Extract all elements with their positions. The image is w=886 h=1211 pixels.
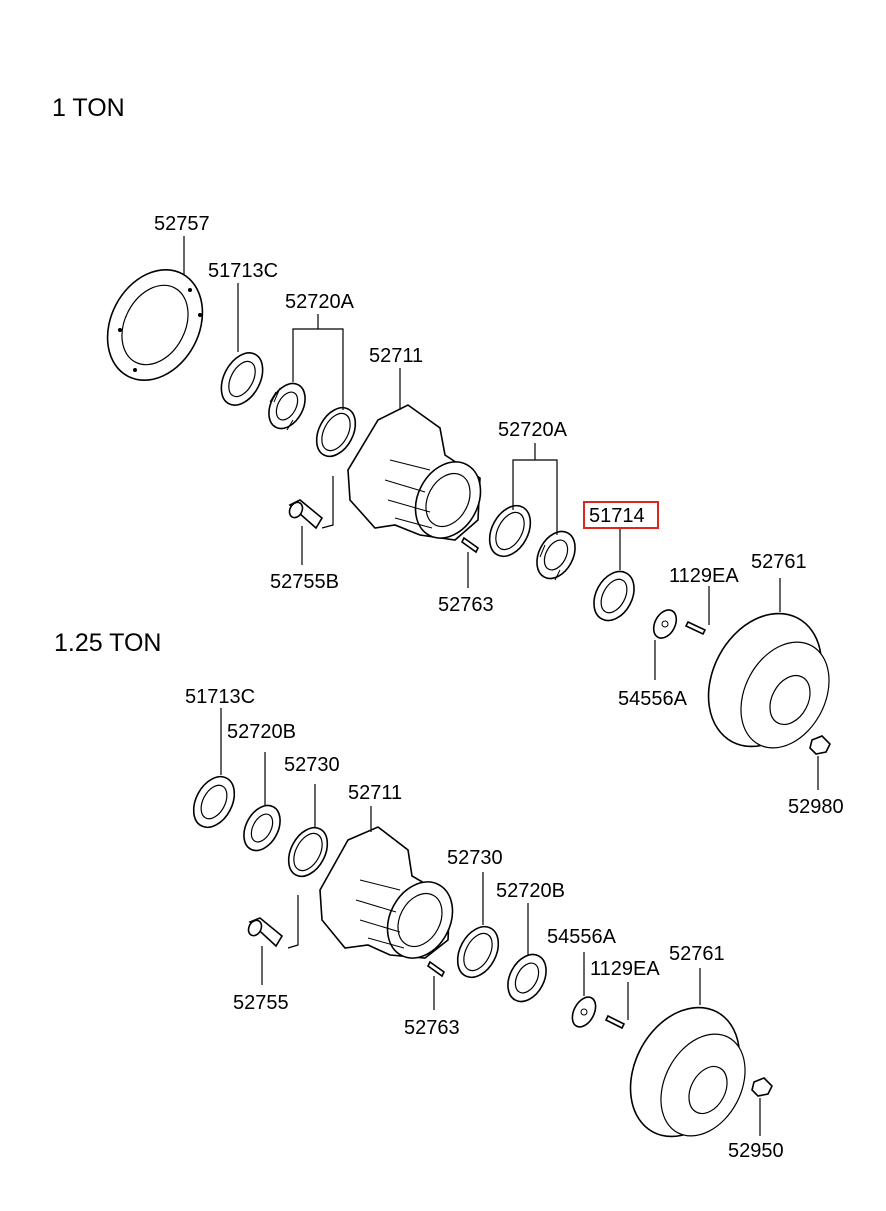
callout-51713c[interactable]: 51713C	[208, 260, 278, 282]
callout-52720b-left[interactable]: 52720B	[227, 721, 296, 743]
brake-drum-part-top	[707, 612, 830, 749]
lock-plate-part-bottom	[571, 996, 597, 1028]
callout-52950[interactable]: 52950	[728, 1140, 784, 1162]
oil-seal-part-bottom	[192, 775, 236, 829]
callout-54556a[interactable]: 54556A	[618, 688, 688, 710]
callout-1129ea[interactable]: 1129EA	[669, 565, 739, 587]
callout-51714[interactable]: 51714	[589, 505, 645, 527]
callout-1129ea-bottom[interactable]: 1129EA	[590, 958, 660, 980]
callout-52755[interactable]: 52755	[233, 992, 289, 1014]
section-title-1-25-ton: 1.25 TON	[54, 629, 161, 657]
bolt-part-bottom	[604, 1014, 626, 1030]
section-title-1-ton: 1 TON	[52, 94, 125, 122]
bearing-race-part-bottom-right	[456, 925, 500, 979]
bearing-part-bottom-right	[507, 953, 547, 1003]
oil-seal-part	[220, 352, 264, 406]
wheel-nut-part-bottom	[751, 1077, 773, 1097]
callout-52720a-right[interactable]: 52720A	[498, 419, 568, 441]
callout-52720a-left[interactable]: 52720A	[285, 291, 355, 313]
bearing-part-right	[536, 530, 576, 581]
highlight-box	[583, 501, 659, 529]
callout-52980[interactable]: 52980	[788, 796, 844, 818]
callout-52761-bottom[interactable]: 52761	[669, 943, 725, 965]
callout-51713c-bottom[interactable]: 51713C	[185, 686, 255, 708]
hub-bolt-part-bottom	[247, 917, 284, 948]
bottom-assembly	[192, 708, 773, 1138]
callout-52730-right[interactable]: 52730	[447, 847, 503, 869]
backing-plate-part	[106, 268, 204, 382]
top-assembly	[106, 236, 831, 790]
hub-part	[347, 404, 482, 541]
bearing-race-part-left	[315, 406, 357, 458]
wheel-nut-part-top	[809, 735, 831, 755]
brake-drum-part-bottom	[629, 1006, 746, 1138]
callout-52763-bottom[interactable]: 52763	[404, 1017, 460, 1039]
bearing-race-part-right	[488, 504, 532, 558]
bearing-part-left	[268, 382, 306, 431]
screw-part-top	[460, 536, 480, 554]
callout-54556a-bottom[interactable]: 54556A	[547, 926, 617, 948]
bearing-part-bottom-left	[243, 804, 281, 852]
hub-part-bottom	[319, 826, 454, 959]
callout-52711[interactable]: 52711	[369, 345, 423, 367]
lock-plate-part-top	[652, 609, 678, 639]
callout-52761[interactable]: 52761	[751, 551, 807, 573]
callout-52711-bottom[interactable]: 52711	[348, 782, 402, 804]
hub-bolt-part	[288, 499, 324, 530]
callout-52757[interactable]: 52757	[154, 213, 210, 235]
callout-52763[interactable]: 52763	[438, 594, 494, 616]
bolt-part-top	[684, 620, 707, 636]
screw-part-bottom	[426, 960, 446, 978]
callout-52755b[interactable]: 52755B	[270, 571, 339, 593]
callout-52730-left[interactable]: 52730	[284, 754, 340, 776]
callout-52720b-right[interactable]: 52720B	[496, 880, 565, 902]
bearing-race-part-bottom-left	[287, 826, 329, 878]
oil-seal-part-highlighted	[593, 570, 635, 622]
